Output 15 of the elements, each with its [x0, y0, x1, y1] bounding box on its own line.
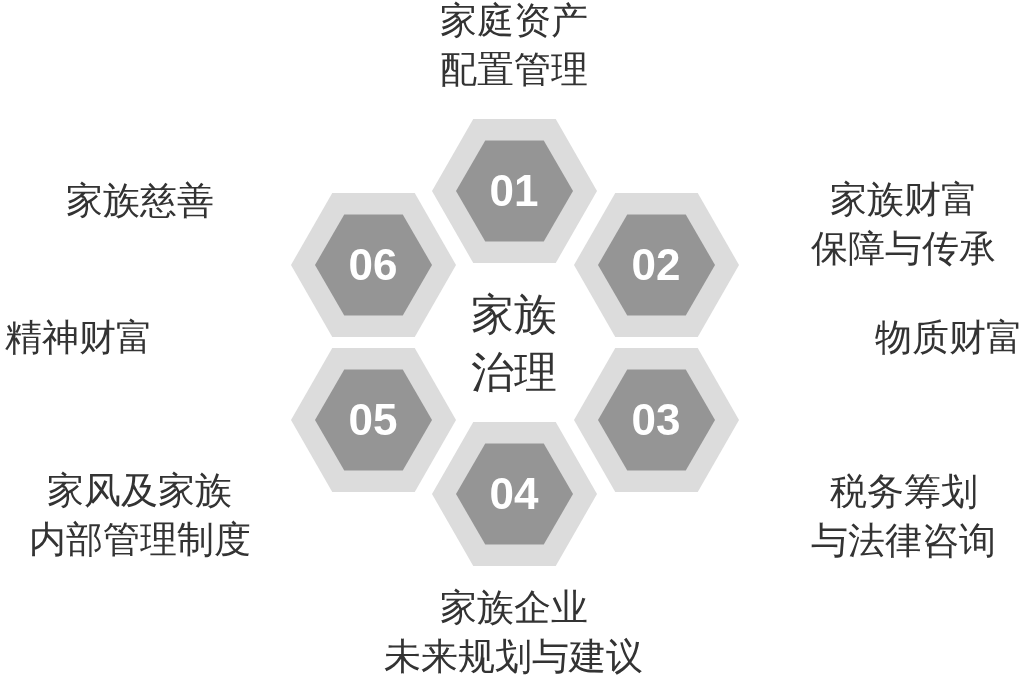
step-number: 01: [489, 169, 539, 213]
step-number: 04: [489, 472, 539, 516]
topic-label: 家族慈善: [66, 177, 214, 224]
step-number: 06: [348, 243, 398, 287]
step-number: 02: [631, 243, 681, 287]
topic-label: 家族财富保障与传承: [810, 177, 998, 272]
step-number: 05: [348, 398, 398, 442]
step-number: 03: [631, 398, 681, 442]
topic-label: 家庭资产配置管理: [439, 0, 589, 93]
center-title: 家族治理: [470, 288, 558, 399]
topic-label: 家族企业未来规划与建议: [383, 585, 645, 680]
side-label: 精神财富: [5, 314, 153, 361]
side-label: 物质财富: [875, 314, 1023, 361]
topic-label: 税务筹划与法律咨询: [810, 469, 998, 564]
topic-label: 家风及家族内部管理制度: [28, 468, 252, 563]
